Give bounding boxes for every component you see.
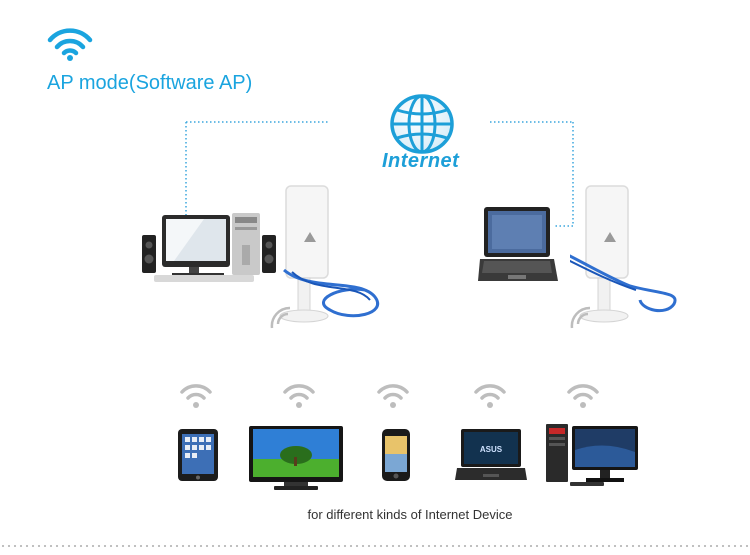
wifi-signal-icon <box>283 384 315 408</box>
caption: for different kinds of Internet Device <box>307 507 513 522</box>
svg-text:ASUS: ASUS <box>480 445 503 454</box>
page-title: AP mode(Software AP) <box>47 72 253 94</box>
antenna-icon <box>570 185 677 329</box>
dotted-divider <box>0 545 750 547</box>
tablet-icon <box>178 429 218 481</box>
laptop-icon: ASUS <box>455 429 527 480</box>
desktop-computer-icon <box>546 424 638 486</box>
phone-icon <box>382 429 410 481</box>
internet-label: Internet <box>382 150 460 172</box>
tv-icon <box>249 426 343 490</box>
wifi-signal-icon <box>377 384 409 408</box>
wifi-signal-icon <box>567 384 599 408</box>
laptop-icon <box>478 207 558 281</box>
wifi-signal-icon <box>474 384 506 408</box>
globe-icon <box>390 94 454 154</box>
wifi-icon <box>47 28 93 61</box>
desktop-computer-icon <box>142 213 276 282</box>
wifi-signal-icon <box>180 384 212 408</box>
antenna-icon <box>270 185 379 329</box>
